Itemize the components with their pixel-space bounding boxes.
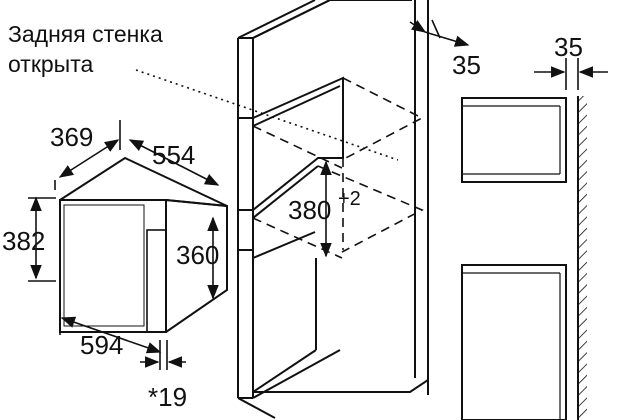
dim-front-width: 594 (80, 330, 123, 360)
note-line-1: Задняя стенка (8, 21, 163, 47)
dim-height-inner: 360 (176, 240, 219, 270)
dim-depth: 369 (50, 122, 93, 152)
side-section-view (461, 97, 567, 420)
dim-niche-height: 380 (288, 195, 331, 225)
tall-cabinet (237, 0, 429, 419)
wall-gap-dimension (534, 58, 608, 90)
dim-height-outer: 382 (2, 226, 45, 256)
dim-front-thickness: *19 (148, 382, 187, 412)
dim-top-offset: 35 (452, 50, 481, 80)
dim-width: 554 (152, 140, 195, 170)
dim-niche-tolerance: +2 (338, 188, 361, 210)
niche-outline (252, 77, 424, 259)
top-offset-dimension (409, 19, 470, 47)
wall-hatching (578, 96, 587, 420)
note-line-2: открыта (8, 51, 93, 77)
microwave-dimensions (28, 120, 220, 370)
note-pointer (135, 69, 399, 161)
dim-wall-gap: 35 (554, 32, 583, 62)
